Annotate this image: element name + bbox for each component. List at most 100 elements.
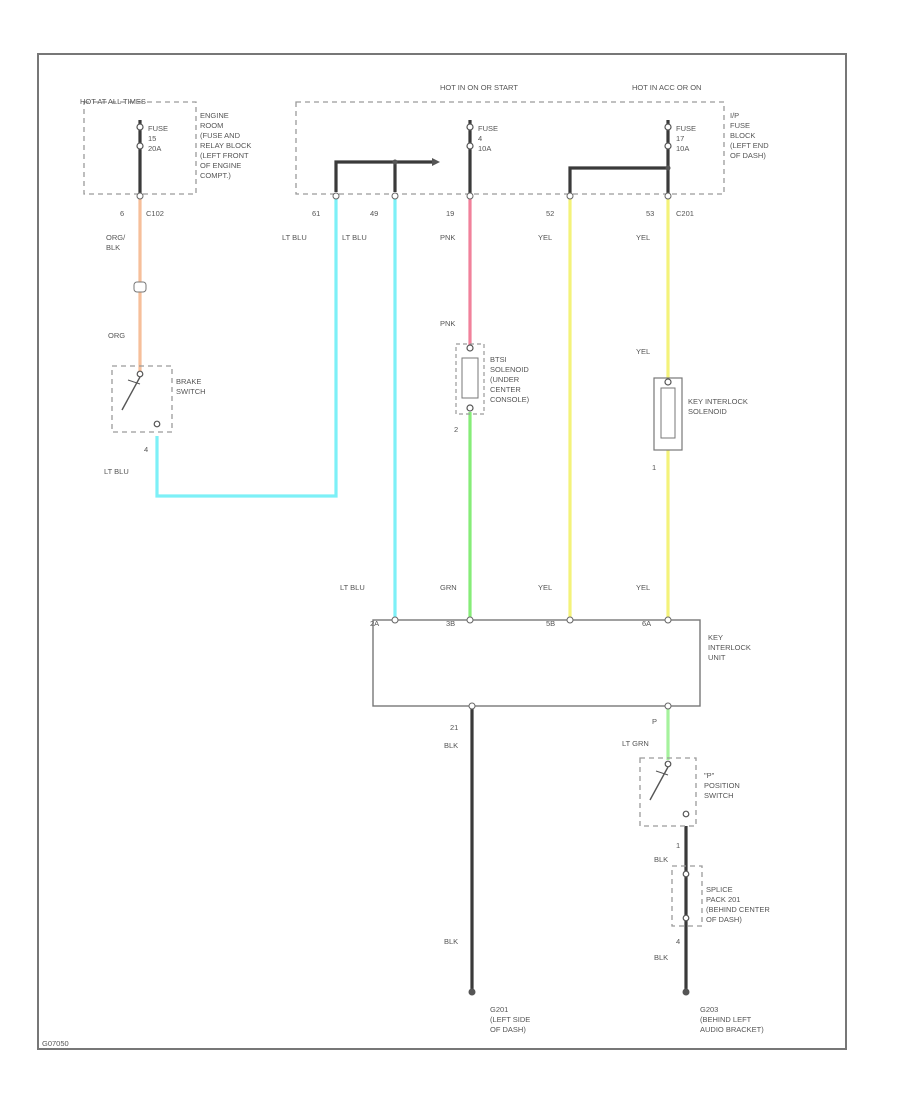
unit-pin-b-label: 3B xyxy=(446,619,455,628)
engine-room-block-label: ENGINE ROOM (FUSE AND RELAY BLOCK (LEFT … xyxy=(200,111,251,180)
ip-fuse-block-label: I/P FUSE BLOCK (LEFT END OF DASH) xyxy=(730,111,769,160)
internal-link-52 xyxy=(568,166,668,194)
wire-yel-53-label: YEL xyxy=(636,233,650,242)
svg-text:SWITCH: SWITCH xyxy=(704,791,734,800)
fuse15-label: FUSE xyxy=(148,124,168,133)
unit-pin-c-label: 5B xyxy=(546,619,555,628)
fuse4-num: 4 xyxy=(478,134,482,143)
svg-text:RELAY BLOCK: RELAY BLOCK xyxy=(200,141,251,150)
wire-yel-unit-2-label: YEL xyxy=(636,583,650,592)
lt-blu-brake-wire xyxy=(155,196,338,498)
c102-label: C102 xyxy=(146,209,164,218)
wire-blk-sw-label: BLK xyxy=(654,855,668,864)
fuse-15-icon xyxy=(136,123,144,150)
svg-text:I/P: I/P xyxy=(730,111,739,120)
fuse17-junction-dot xyxy=(665,165,671,171)
fuse-17-icon xyxy=(664,123,672,150)
wire-org-label: ORG xyxy=(108,331,125,340)
svg-text:UNIT: UNIT xyxy=(708,653,726,662)
engine-fuse-box xyxy=(83,101,197,195)
svg-text:(BEHIND CENTER: (BEHIND CENTER xyxy=(706,905,770,914)
svg-text:KEY: KEY xyxy=(708,633,723,642)
svg-text:ENGINE: ENGINE xyxy=(200,111,229,120)
splice-pack-label: SPLICE PACK 201 (BEHIND CENTER OF DASH) xyxy=(706,885,770,924)
svg-text:OF ENGINE: OF ENGINE xyxy=(200,161,241,170)
key-interlock-solenoid-icon xyxy=(653,377,683,451)
internal-bus-61-49 xyxy=(334,160,432,192)
diagram-frame xyxy=(37,53,847,1050)
svg-text:SOLENOID: SOLENOID xyxy=(688,407,727,416)
fuse-4-icon xyxy=(466,123,474,150)
wire-org-blk-label-1: ORG/ xyxy=(106,233,126,242)
pin-53-label: 53 xyxy=(646,209,654,218)
svg-text:SPLICE: SPLICE xyxy=(706,885,733,894)
key-interlock-solenoid-label: KEY INTERLOCK SOLENOID xyxy=(688,397,748,416)
unit-pin-a-label: 2A xyxy=(370,619,379,628)
btsi-solenoid-icon xyxy=(455,343,485,415)
wire-org-blk-label-2: BLK xyxy=(106,243,120,252)
svg-text:G201: G201 xyxy=(490,1005,508,1014)
unit-pin-d-label: 6A xyxy=(642,619,651,628)
wire-yel-sol-label: YEL xyxy=(636,347,650,356)
svg-text:SOLENOID: SOLENOID xyxy=(490,365,529,374)
wire-blk-21-label: BLK xyxy=(444,741,458,750)
hot-at-all-times-label: HOT AT ALL TIMES xyxy=(80,97,146,106)
svg-text:PACK 201: PACK 201 xyxy=(706,895,740,904)
pin-53 xyxy=(664,192,672,200)
wire-lt-blu-49-label: LT BLU xyxy=(342,233,367,242)
svg-text:G203: G203 xyxy=(700,1005,718,1014)
wire-yel-52-label: YEL xyxy=(538,233,552,242)
c201-label: C201 xyxy=(676,209,694,218)
unit-pin-p-label: P xyxy=(652,717,657,726)
fuse4-label: FUSE xyxy=(478,124,498,133)
wire-grn-unit-label: GRN xyxy=(440,583,457,592)
svg-text:(BEHIND LEFT: (BEHIND LEFT xyxy=(700,1015,752,1024)
wire-lt-blu-unit-label: LT BLU xyxy=(340,583,365,592)
svg-text:BTSI: BTSI xyxy=(490,355,507,364)
svg-text:"P": "P" xyxy=(704,771,715,780)
ground-g203-label: G203 (BEHIND LEFT AUDIO BRACKET) xyxy=(700,1005,764,1034)
wire-pnk-top-label: PNK xyxy=(440,233,455,242)
wire-lt-grn-label: LT GRN xyxy=(622,739,649,748)
svg-text:(FUSE AND: (FUSE AND xyxy=(200,131,241,140)
diagram-code-label: G07050 xyxy=(42,1039,69,1048)
fuse15-amp: 20A xyxy=(148,144,161,153)
key-interlock-unit-box xyxy=(372,616,701,710)
pin-61-label: 61 xyxy=(312,209,320,218)
pin-52 xyxy=(566,192,574,200)
svg-text:OF DASH): OF DASH) xyxy=(490,1025,526,1034)
pin-49-label: 49 xyxy=(370,209,378,218)
brake-switch-icon xyxy=(111,365,173,433)
wire-lt-blu-61-label: LT BLU xyxy=(282,233,307,242)
hot-acc-on-label: HOT IN ACC OR ON xyxy=(632,83,701,92)
svg-text:BRAKE: BRAKE xyxy=(176,377,201,386)
svg-text:KEY INTERLOCK: KEY INTERLOCK xyxy=(688,397,748,406)
pin-6-label: 6 xyxy=(120,209,124,218)
ground-g201-icon xyxy=(468,988,476,996)
wire-blk-gnd-right-label: BLK xyxy=(654,953,668,962)
fuse15-num: 15 xyxy=(148,134,156,143)
svg-text:POSITION: POSITION xyxy=(704,781,740,790)
svg-text:AUDIO BRACKET): AUDIO BRACKET) xyxy=(700,1025,764,1034)
wire-pnk-mid-label: PNK xyxy=(440,319,455,328)
pin-c102-6 xyxy=(136,192,144,200)
bus-junction-dot xyxy=(392,159,398,165)
brake-pin-4-label: 4 xyxy=(144,445,148,454)
svg-text:BLOCK: BLOCK xyxy=(730,131,755,140)
svg-text:INTERLOCK: INTERLOCK xyxy=(708,643,751,652)
bus-arrow-icon xyxy=(432,158,440,166)
svg-text:ROOM: ROOM xyxy=(200,121,223,130)
pin-49 xyxy=(391,192,399,200)
fuse17-label: FUSE xyxy=(676,124,696,133)
wire-blk-gnd-left-label: BLK xyxy=(444,937,458,946)
fuse17-num: 17 xyxy=(676,134,684,143)
fuse4-amp: 10A xyxy=(478,144,491,153)
wire-lt-blu-brake-label: LT BLU xyxy=(104,467,129,476)
pin-52-label: 52 xyxy=(546,209,554,218)
svg-text:CONSOLE): CONSOLE) xyxy=(490,395,530,404)
sol-pin-1-label: 1 xyxy=(652,463,656,472)
svg-text:COMPT.): COMPT.) xyxy=(200,171,231,180)
svg-text:(UNDER: (UNDER xyxy=(490,375,520,384)
spl-pin-1-label: 1 xyxy=(676,841,680,850)
